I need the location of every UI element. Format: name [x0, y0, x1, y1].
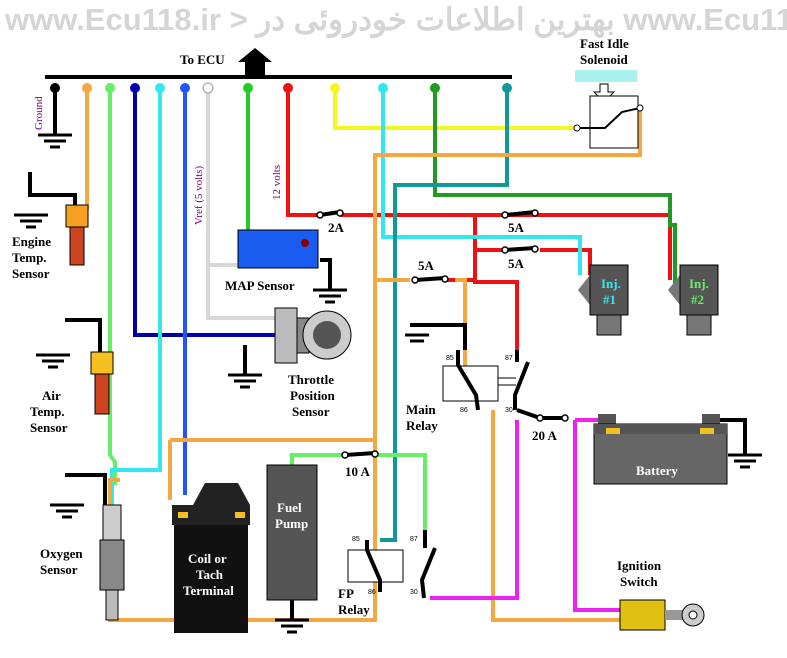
throttle-label: Throttle — [288, 372, 334, 387]
ignition-label: Switch — [620, 574, 658, 589]
air-temp-sensor: Air Temp. Sensor — [30, 351, 114, 435]
inj1-label: #1 — [603, 292, 616, 307]
fuse-10a-label: 10 A — [345, 464, 371, 479]
coil-label: Tach — [196, 567, 224, 582]
vref-label: Vref (5 volts) — [193, 165, 205, 225]
fuel-pump: Fuel Pump — [266, 464, 318, 601]
fast-idle-label: Fast Idle — [580, 36, 629, 51]
injector-1: Inj. #1 — [578, 264, 629, 336]
ecu-bus: To ECU — [45, 48, 512, 79]
map-sensor-label: MAP Sensor — [225, 278, 295, 293]
air-temp-label: Sensor — [30, 420, 68, 435]
pin-30-label: 30 — [505, 407, 513, 414]
inj2-label: Inj. — [689, 276, 709, 291]
main-relay-label: Relay — [406, 418, 438, 433]
injector-2: Inj. #2 — [668, 264, 719, 336]
fp-relay-label: Relay — [338, 602, 370, 617]
pin-86-label: 86 — [460, 407, 468, 414]
fuse-5a-label: 5A — [508, 220, 525, 235]
pin-87-label: 87 — [410, 536, 418, 543]
oxygen-label: Sensor — [40, 562, 78, 577]
coil-label: Terminal — [183, 583, 234, 598]
coil: Coil or Tach Terminal — [172, 483, 250, 633]
fast-idle-solenoid: Fast Idle Solenoid — [573, 36, 644, 149]
wires — [28, 88, 747, 622]
ground-symbols — [14, 133, 762, 634]
air-temp-label: Air — [42, 388, 61, 403]
battery-label: Battery — [636, 463, 678, 478]
ground-label: Ground — [33, 96, 45, 130]
fuel-pump-label: Fuel — [277, 500, 302, 515]
arrow-up-icon — [238, 48, 272, 77]
fp-relay-label: FP — [338, 586, 354, 601]
ignition-switch: Ignition Switch — [617, 558, 705, 631]
fp-relay: 85 87 86 30 FP Relay — [338, 530, 437, 617]
battery: Battery — [593, 414, 728, 485]
watermark: www.Ecu118.ir > بهترین اطلاعات خودروئی د… — [4, 2, 787, 39]
fuse-20a-label: 20 A — [532, 428, 558, 443]
throttle-label: Position — [290, 388, 336, 403]
engine-temp-label: Sensor — [12, 266, 50, 281]
throttle-position-sensor: Throttle Position Sensor — [274, 307, 352, 419]
fast-idle-label: Solenoid — [580, 52, 628, 67]
engine-temp-sensor: Engine Temp. Sensor — [12, 204, 89, 281]
coil-label: Coil or — [188, 551, 227, 566]
oxygen-sensor: Oxygen Sensor — [40, 504, 125, 621]
main-relay-label: Main — [406, 402, 436, 417]
pin-30-label: 30 — [410, 589, 418, 596]
oxygen-label: Oxygen — [40, 546, 83, 561]
pin-86-label: 86 — [368, 589, 376, 596]
main-relay: 85 87 86 30 Main Relay — [406, 350, 530, 433]
ignition-label: Ignition — [617, 558, 662, 573]
fuse-5a-label: 5A — [508, 256, 525, 271]
pin-85-label: 85 — [446, 355, 454, 362]
pin-87-label: 87 — [505, 355, 513, 362]
engine-temp-label: Engine — [12, 234, 51, 249]
to-ecu-label: To ECU — [180, 52, 225, 67]
air-temp-label: Temp. — [30, 404, 65, 419]
throttle-label: Sensor — [292, 404, 330, 419]
ecu-pins — [50, 82, 512, 94]
fuse-5a-label: 5A — [418, 258, 435, 273]
svg-text:www.Ecu118.ir > بهترین اطلاعات: www.Ecu118.ir > بهترین اطلاعات خودروئی د… — [4, 2, 787, 39]
fuel-pump-label: Pump — [275, 516, 308, 531]
pin-85-label: 85 — [352, 536, 360, 543]
fuse-2a-label: 2A — [328, 220, 345, 235]
inj1-label: Inj. — [601, 276, 621, 291]
inj2-label: #2 — [691, 292, 704, 307]
fuses — [316, 209, 569, 459]
map-sensor: MAP Sensor — [225, 229, 319, 293]
12-volts-label: 12 volts — [271, 165, 283, 200]
engine-temp-label: Temp. — [12, 250, 47, 265]
